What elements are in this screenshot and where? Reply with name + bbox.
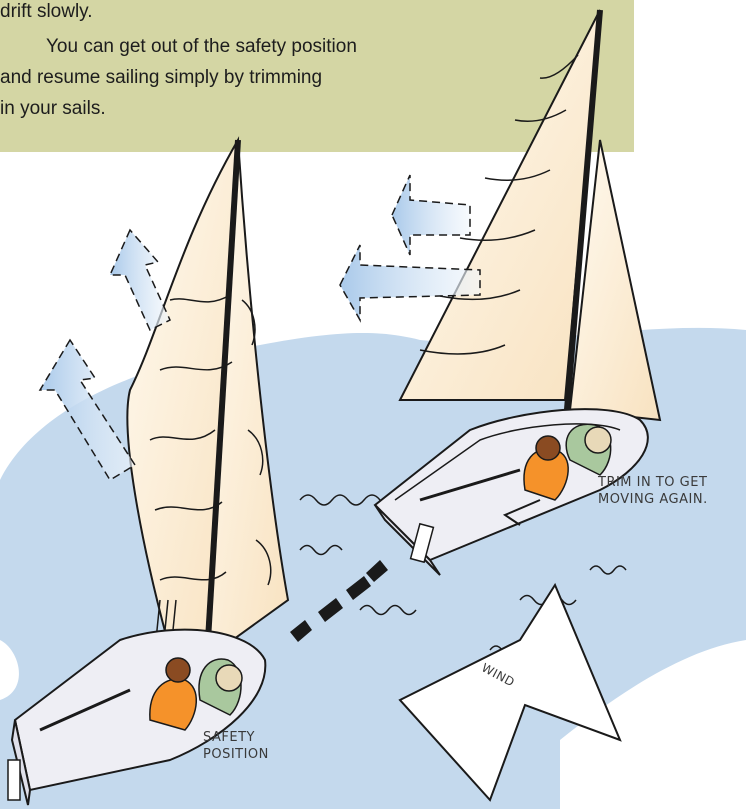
caption-line: MOVING AGAIN. bbox=[598, 492, 708, 509]
caption-line: SAFETY bbox=[203, 730, 269, 747]
right-boat-sails bbox=[400, 10, 660, 470]
safety-position-caption: SAFETY POSITION bbox=[203, 730, 269, 764]
trim-in-caption: TRIM IN TO GET MOVING AGAIN. bbox=[598, 475, 708, 509]
caption-line: TRIM IN TO GET bbox=[598, 475, 708, 492]
caption-line: POSITION bbox=[203, 747, 269, 764]
